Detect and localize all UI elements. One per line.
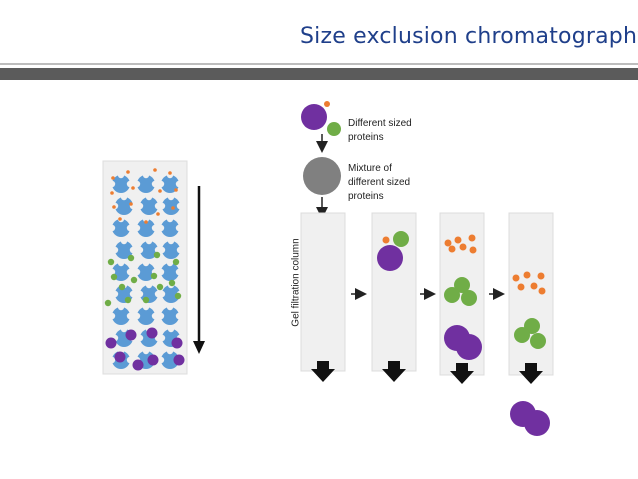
small-protein (171, 206, 175, 210)
porous-bead (157, 259, 183, 281)
large-protein (171, 337, 183, 349)
porous-bead-column (102, 160, 188, 375)
large-protein (132, 359, 144, 371)
porous-bead (108, 171, 134, 193)
porous-bead (157, 215, 183, 237)
medium-protein (153, 251, 161, 259)
medium-protein (124, 296, 132, 304)
stage-3-proteins (444, 234, 482, 360)
stage-2-proteins (377, 231, 409, 271)
small-protein (111, 176, 115, 180)
large-protein (173, 354, 185, 366)
porous-bead (158, 193, 184, 215)
medium-protein (110, 273, 118, 281)
porous-bead (157, 171, 183, 193)
medium-protein (107, 258, 115, 266)
medium-protein (142, 296, 150, 304)
large-protein (114, 351, 126, 363)
small-protein (156, 212, 160, 216)
porous-bead (108, 303, 134, 325)
porous-bead (136, 193, 162, 215)
small-protein (110, 191, 114, 195)
medium-protein (150, 272, 158, 280)
medium-protein (168, 279, 176, 287)
column-stage-4 (508, 212, 554, 376)
mixture-label: Mixture of different sized proteins (348, 163, 411, 202)
porous-bead (111, 237, 137, 259)
title-divider-thick (0, 68, 638, 80)
porous-bead (157, 303, 183, 325)
small-protein (118, 217, 122, 221)
medium-protein (130, 276, 138, 284)
different-sized-proteins-label: Different sized proteins (348, 118, 412, 143)
large-protein (147, 354, 159, 366)
medium-protein (174, 292, 182, 300)
input-proteins (301, 101, 341, 136)
page-title: Size exclusion chromatography (300, 24, 638, 49)
eluted-large-proteins (510, 401, 550, 436)
large-protein (105, 337, 117, 349)
small-protein (153, 168, 157, 172)
outflow-arrows (311, 361, 543, 384)
protein-mixture (303, 157, 341, 195)
column-stage-1 (300, 212, 346, 372)
porous-bead (158, 237, 184, 259)
porous-bead (133, 215, 159, 237)
title-divider-thin (0, 63, 638, 65)
small-protein (129, 202, 133, 206)
porous-bead (133, 303, 159, 325)
medium-protein (118, 283, 126, 291)
small-protein (144, 220, 148, 224)
medium-protein (156, 283, 164, 291)
porous-bead (133, 171, 159, 193)
small-protein (131, 186, 135, 190)
flow-direction-arrowhead (193, 341, 205, 354)
small-protein (168, 171, 172, 175)
large-protein (146, 327, 158, 339)
bead-layer (104, 168, 185, 371)
small-protein (174, 188, 178, 192)
large-protein (125, 329, 137, 341)
medium-protein (127, 254, 135, 262)
porous-bead (158, 281, 184, 303)
small-protein (126, 170, 130, 174)
small-protein (112, 205, 116, 209)
medium-protein (104, 299, 112, 307)
stage-4-proteins (512, 271, 546, 349)
medium-protein (172, 258, 180, 266)
small-protein (158, 189, 162, 193)
